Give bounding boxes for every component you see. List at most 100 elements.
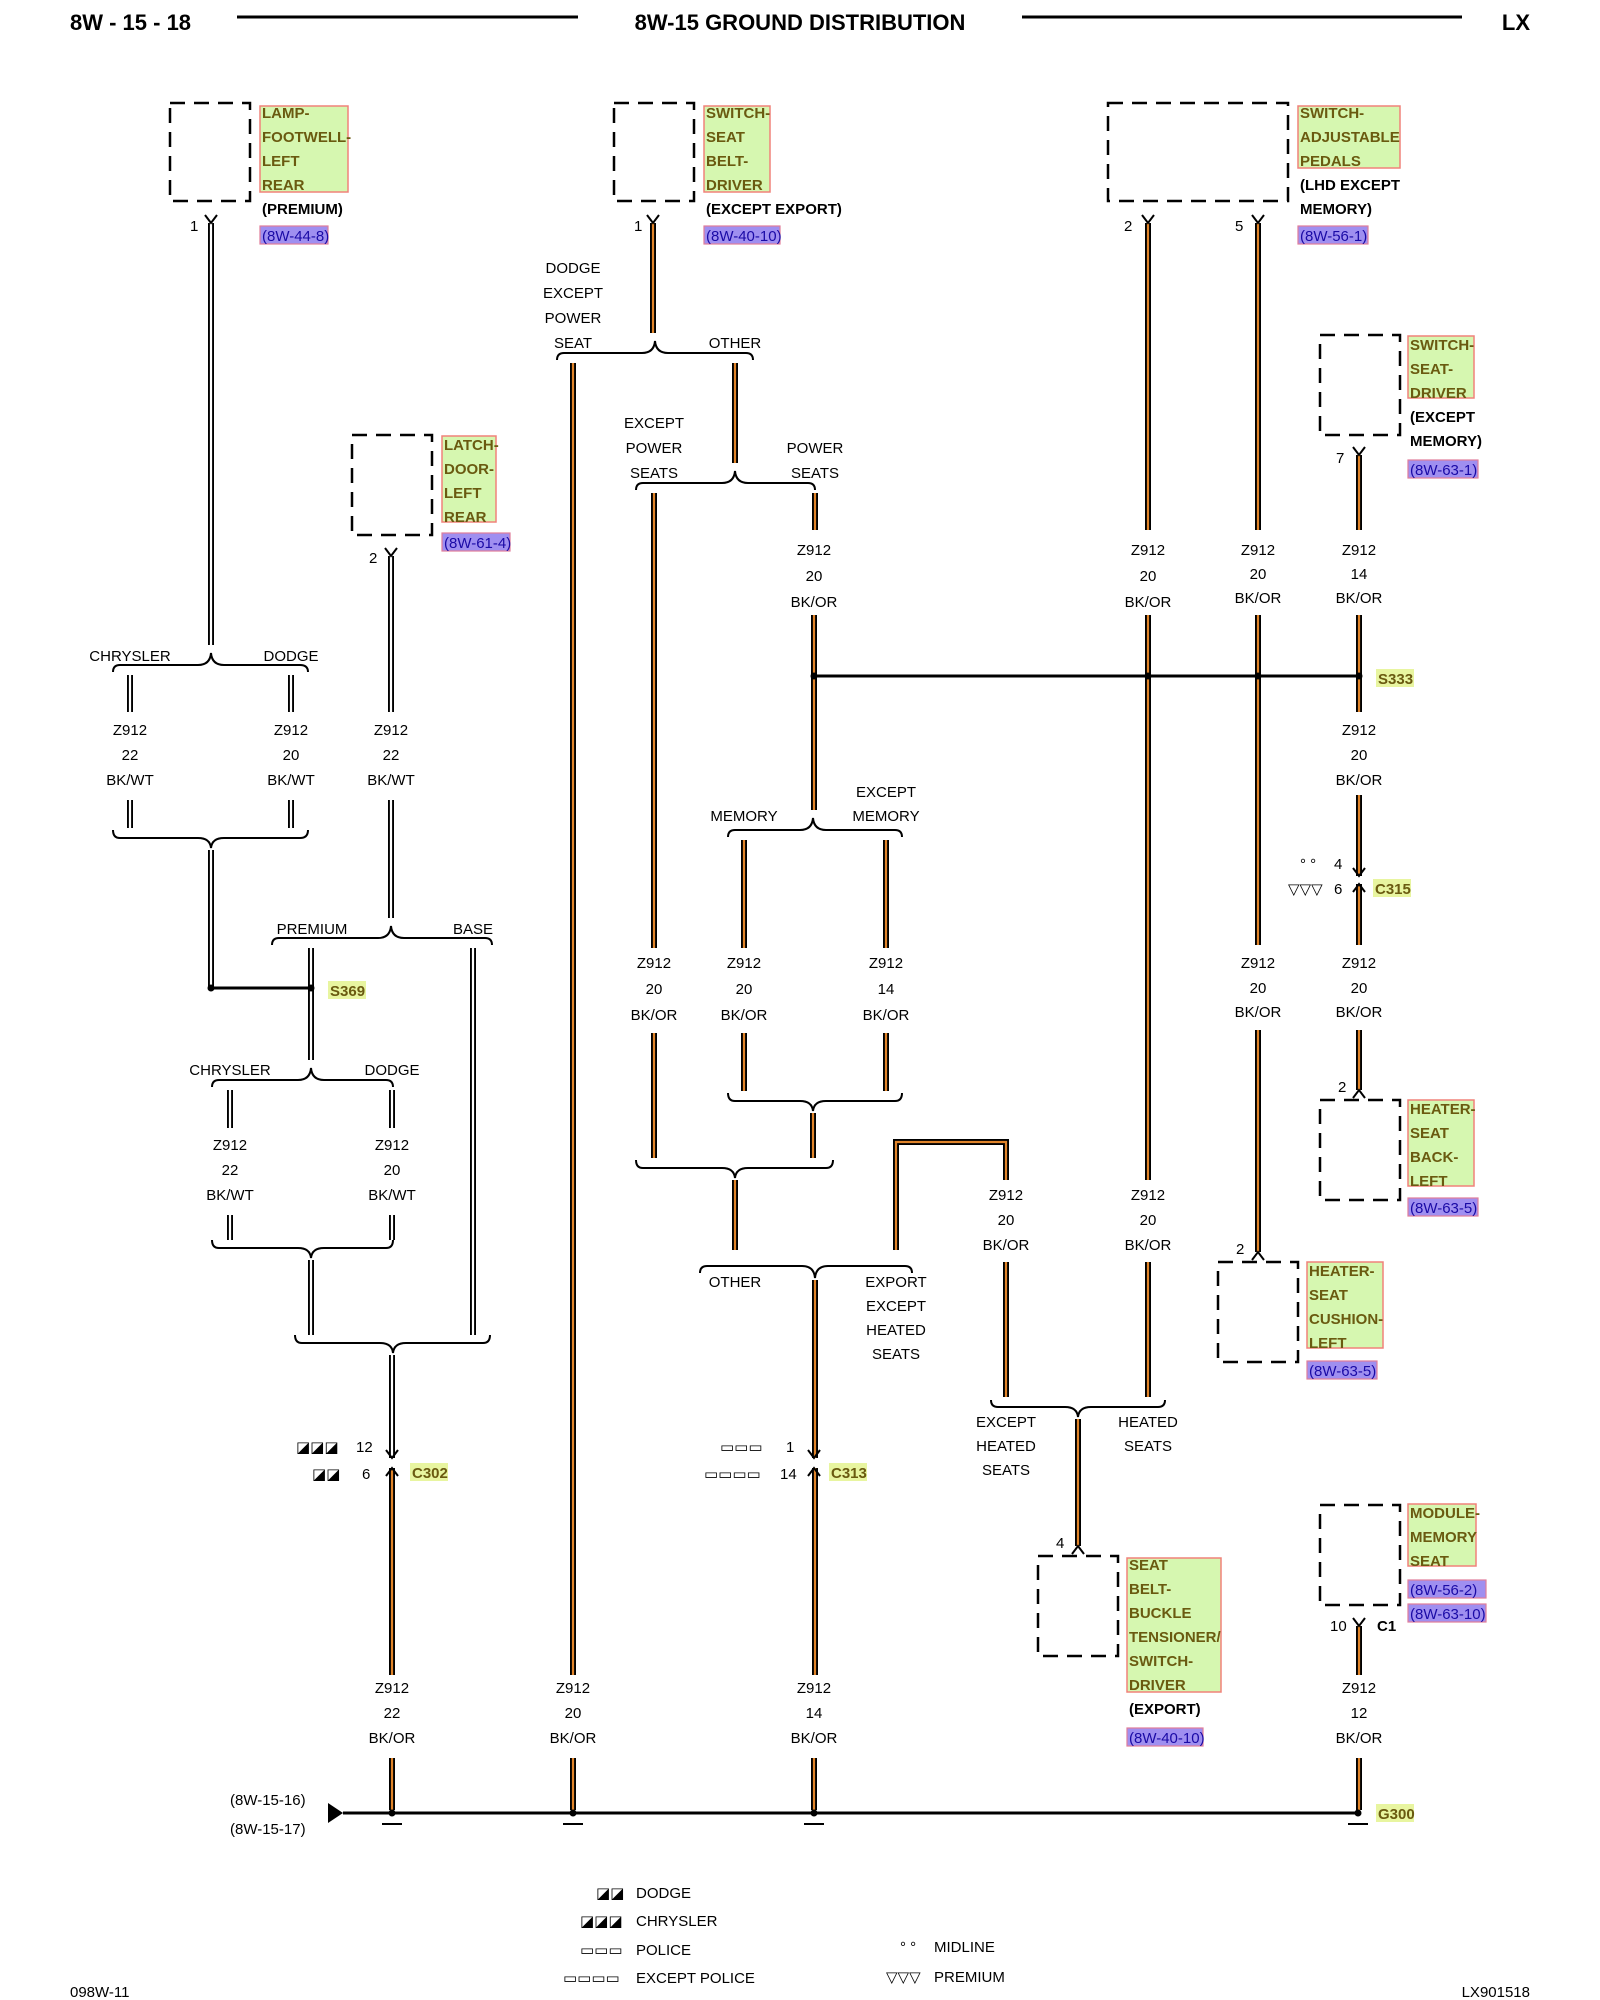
- svg-text:▭▭▭: ▭▭▭: [720, 1439, 763, 1456]
- svg-text:20: 20: [646, 981, 663, 998]
- svg-text:BK/OR: BK/OR: [1235, 590, 1282, 607]
- svg-text:◪◪: ◪◪: [596, 1885, 624, 1902]
- svg-text:BK/WT: BK/WT: [267, 772, 315, 789]
- svg-text:Z912: Z912: [274, 722, 308, 739]
- svg-text:4: 4: [1334, 856, 1342, 873]
- svg-text:5: 5: [1235, 218, 1243, 235]
- wire-label-group: Z912 14 BK/OR: [863, 955, 910, 1024]
- ground-ref-2: (8W-15-17): [230, 1821, 306, 1838]
- svg-text:EXCEPT: EXCEPT: [624, 415, 684, 432]
- svg-text:(LHD EXCEPT: (LHD EXCEPT: [1300, 177, 1400, 194]
- svg-text:SEAT-: SEAT-: [1410, 361, 1453, 378]
- svg-text:BUCKLE: BUCKLE: [1129, 1605, 1192, 1622]
- splice-dots: [207, 672, 1363, 1817]
- svg-text:Z912: Z912: [375, 1680, 409, 1697]
- svg-text:FOOTWELL-: FOOTWELL-: [262, 129, 351, 146]
- svg-text:LEFT: LEFT: [262, 153, 300, 170]
- svg-text:2: 2: [369, 550, 377, 567]
- svg-text:BK/OR: BK/OR: [1336, 590, 1383, 607]
- svg-text:Z912: Z912: [989, 1187, 1023, 1204]
- svg-text:Z912: Z912: [374, 722, 408, 739]
- svg-text:C1: C1: [1377, 1618, 1396, 1635]
- svg-text:20: 20: [1351, 747, 1368, 764]
- svg-text:20: 20: [1140, 1212, 1157, 1229]
- svg-text:POWER: POWER: [787, 440, 844, 457]
- ground-bus: (8W-15-16) (8W-15-17) G300: [230, 1792, 1415, 1838]
- legend: ◪◪ DODGE ◪◪◪ CHRYSLER ▭▭▭ POLICE ▭▭▭▭ EX…: [563, 1885, 1005, 1987]
- svg-text:Z912: Z912: [375, 1137, 409, 1154]
- svg-text:(8W-61-4): (8W-61-4): [444, 535, 511, 552]
- svg-text:BK/OR: BK/OR: [1125, 594, 1172, 611]
- svg-text:DODGE: DODGE: [636, 1885, 691, 1902]
- svg-text:HEATED: HEATED: [976, 1438, 1036, 1455]
- wire-label-group: Z912 22 BK/WT: [367, 722, 415, 789]
- svg-text:(8W-40-10): (8W-40-10): [1129, 1730, 1205, 1747]
- component-door-latch: LATCH- DOOR- LEFT REAR (8W-61-4) 2: [350, 433, 511, 567]
- wire-core: [894, 1140, 1008, 1250]
- svg-text:SEAT: SEAT: [554, 335, 592, 352]
- svg-text:BELT-: BELT-: [1129, 1581, 1171, 1598]
- svg-text:1: 1: [786, 1439, 794, 1456]
- svg-text:MEMORY): MEMORY): [1300, 201, 1372, 218]
- svg-text:10: 10: [1330, 1618, 1347, 1635]
- svg-text:CUSHION-: CUSHION-: [1309, 1311, 1383, 1328]
- svg-text:HEATER-: HEATER-: [1410, 1101, 1476, 1118]
- svg-text:12: 12: [1351, 1705, 1368, 1722]
- component-seat-belt-switch: SWITCH- SEAT BELT- DRIVER (EXCEPT EXPORT…: [612, 101, 842, 245]
- svg-text:22: 22: [383, 747, 400, 764]
- svg-text:S369: S369: [330, 983, 365, 1000]
- svg-text:PREMIUM: PREMIUM: [934, 1969, 1005, 1986]
- svg-text:1: 1: [190, 218, 198, 235]
- svg-text:BACK-: BACK-: [1410, 1149, 1458, 1166]
- svg-text:Z912: Z912: [556, 1680, 590, 1697]
- svg-text:BK/OR: BK/OR: [863, 1007, 910, 1024]
- svg-text:20: 20: [565, 1705, 582, 1722]
- svg-text:BK/OR: BK/OR: [369, 1730, 416, 1747]
- svg-text:(8W-63-10): (8W-63-10): [1410, 1606, 1486, 1623]
- component-heater-seat-cushion: HEATER- SEAT CUSHION- LEFT (8W-63-5) 2: [1216, 1241, 1384, 1380]
- svg-text:EXCEPT POLICE: EXCEPT POLICE: [636, 1970, 755, 1987]
- component-seat-switch-driver: SWITCH- SEAT- DRIVER (EXCEPT MEMORY) (8W…: [1318, 333, 1482, 479]
- svg-text:BK/OR: BK/OR: [1125, 1237, 1172, 1254]
- svg-text:SEATS: SEATS: [791, 465, 839, 482]
- svg-text:HEATED: HEATED: [1118, 1414, 1178, 1431]
- svg-text:PREMIUM: PREMIUM: [277, 921, 348, 938]
- svg-text:BK/OR: BK/OR: [631, 1007, 678, 1024]
- splice-labels: S333 S369: [328, 669, 1414, 1000]
- svg-text:Z912: Z912: [1342, 542, 1376, 559]
- svg-text:SEAT: SEAT: [1129, 1557, 1168, 1574]
- svg-text:MODULE-: MODULE-: [1410, 1505, 1480, 1522]
- svg-text:MEMORY: MEMORY: [710, 808, 777, 825]
- svg-text:DODGE: DODGE: [364, 1062, 419, 1079]
- wire-label-group: Z912 20 BK/OR: [1125, 542, 1172, 611]
- wire-label-group: Z912 12 BK/OR: [1336, 1680, 1383, 1747]
- svg-text:Z912: Z912: [1131, 542, 1165, 559]
- svg-text:EXCEPT: EXCEPT: [856, 784, 916, 801]
- svg-text:EXCEPT: EXCEPT: [543, 285, 603, 302]
- page-code: 8W - 15 - 18: [70, 10, 191, 35]
- svg-text:BK/OR: BK/OR: [1336, 1730, 1383, 1747]
- svg-text:OTHER: OTHER: [709, 1274, 762, 1291]
- svg-text:2: 2: [1338, 1079, 1346, 1096]
- component-lamp-footwell: LAMP- FOOTWELL- LEFT REAR (PREMIUM) (8W-…: [168, 101, 351, 245]
- svg-text:(8W-63-5): (8W-63-5): [1309, 1363, 1376, 1380]
- svg-text:(PREMIUM): (PREMIUM): [262, 201, 343, 218]
- svg-text:Z912: Z912: [797, 542, 831, 559]
- svg-text:22: 22: [122, 747, 139, 764]
- svg-text:▽▽▽: ▽▽▽: [886, 1969, 921, 1986]
- svg-text:DRIVER: DRIVER: [1129, 1677, 1186, 1694]
- connector-c313: ▭▭▭ 1 ▭▭▭▭ 14 C313: [704, 1439, 867, 1483]
- svg-text:2: 2: [1124, 218, 1132, 235]
- svg-text:LEFT: LEFT: [1309, 1335, 1347, 1352]
- svg-text:Z912: Z912: [1131, 1187, 1165, 1204]
- svg-text:(8W-56-1): (8W-56-1): [1300, 228, 1367, 245]
- svg-text:HEATER-: HEATER-: [1309, 1263, 1375, 1280]
- platform-code: LX: [1502, 10, 1530, 35]
- svg-text:Z912: Z912: [1342, 722, 1376, 739]
- svg-text:EXCEPT: EXCEPT: [976, 1414, 1036, 1431]
- svg-text:DRIVER: DRIVER: [706, 177, 763, 194]
- svg-text:20: 20: [998, 1212, 1015, 1229]
- svg-text:TENSIONER/: TENSIONER/: [1129, 1629, 1222, 1646]
- svg-text:20: 20: [384, 1162, 401, 1179]
- svg-text:(8W-44-8): (8W-44-8): [262, 228, 329, 245]
